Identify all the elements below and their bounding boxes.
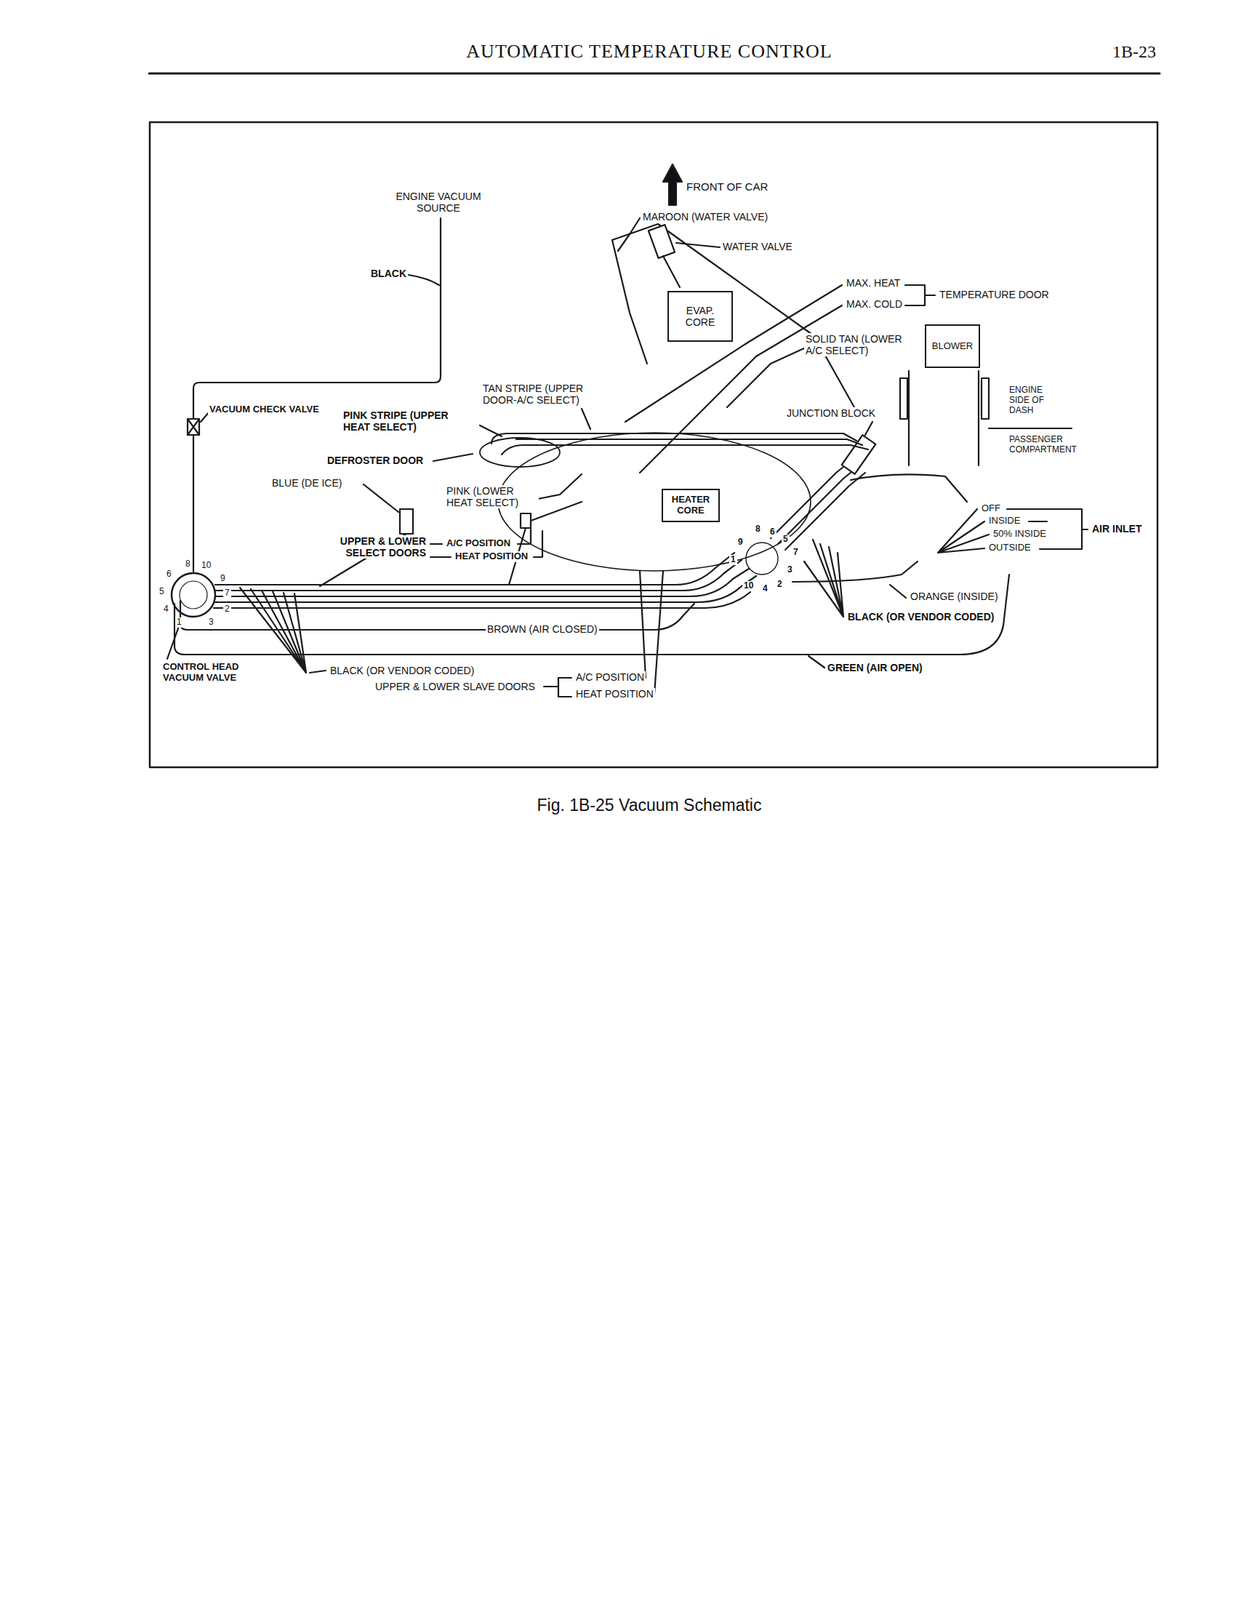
port-number: 3 [785, 564, 794, 576]
part-label: PINK (LOWER HEAT SELECT) [444, 484, 539, 509]
port-number: 2 [223, 604, 232, 615]
port-number: 6 [165, 569, 174, 580]
port-number: 3 [207, 617, 216, 628]
part-label: ENGINE SIDE OF DASH [1007, 385, 1063, 416]
port-number: 10 [199, 560, 213, 571]
port-number: 4 [761, 583, 770, 595]
part-label: MAX. COLD [844, 298, 904, 310]
page-number: 1B-23 [1110, 42, 1158, 63]
part-label: HEAT POSITION [453, 551, 530, 563]
port-number: 8 [753, 524, 762, 535]
part-label: OFF [980, 503, 1002, 515]
part-label: TEMPERATURE DOOR [937, 288, 1051, 301]
component-label: HEATER CORE [666, 494, 715, 517]
part-label: BLACK (OR VENDOR CODED) [846, 610, 996, 623]
port-number: 5 [157, 586, 166, 597]
part-label: BLACK (OR VENDOR CODED) [328, 664, 476, 677]
part-label: SOLID TAN (LOWER A/C SELECT) [804, 332, 920, 357]
port-number: 1 [729, 554, 738, 565]
part-label: AIR INLET [1090, 522, 1143, 535]
component-box: BLOWER [924, 324, 981, 368]
part-label: UPPER & LOWER SLAVE DOORS [373, 680, 537, 693]
part-label: A/C POSITION [444, 538, 512, 549]
part-label: DEFROSTER DOOR [325, 454, 425, 467]
port-number: 4 [162, 604, 171, 615]
part-label: MAX. HEAT [844, 277, 902, 289]
part-label: HEAT POSITION [574, 687, 656, 700]
part-label: VACUUM CHECK VALVE [207, 404, 321, 416]
port-number: 9 [218, 573, 227, 584]
part-label: BLUE (DE ICE) [270, 476, 344, 489]
port-number: 2 [775, 579, 784, 590]
part-label: FRONT OF CAR [684, 180, 770, 193]
part-label: JUNCTION BLOCK [785, 407, 877, 419]
part-label: UPPER & LOWER SELECT DOORS [319, 535, 428, 559]
part-label: WATER VALVE [721, 240, 794, 253]
part-label: ORANGE (INSIDE) [908, 590, 1000, 603]
part-label: BROWN (AIR CLOSED) [485, 623, 600, 635]
port-number: 5 [781, 534, 790, 545]
port-number: 9 [736, 537, 745, 548]
port-number: 7 [791, 547, 800, 558]
part-label: ENGINE VACUUM SOURCE [389, 190, 488, 214]
part-label: PASSENGER COMPARTMENT [1007, 434, 1102, 456]
component-label: BLOWER [932, 340, 973, 352]
part-label: INSIDE [987, 515, 1022, 527]
figure-caption: Fig. 1B-25 Vacuum Schematic [0, 795, 1236, 816]
part-label: OUTSIDE [987, 542, 1033, 554]
component-box: EVAP. CORE [667, 290, 733, 342]
port-number: 6 [768, 527, 777, 538]
part-label: TAN STRIPE (UPPER DOOR-A/C SELECT) [481, 382, 605, 406]
part-label: BLACK [369, 267, 408, 280]
component-box: HEATER CORE [661, 488, 720, 523]
part-label: A/C POSITION [574, 671, 646, 683]
part-label: MAROON (WATER VALVE) [641, 210, 770, 223]
port-number: 1 [175, 617, 184, 628]
page-header: AUTOMATIC TEMPERATURE CONTROL [0, 40, 1236, 63]
part-label: PINK STRIPE (UPPER HEAT SELECT) [341, 409, 480, 433]
port-number: 8 [183, 559, 192, 570]
part-label: GREEN (AIR OPEN) [825, 661, 925, 674]
port-number: 7 [223, 588, 232, 599]
part-label: CONTROL HEAD VACUUM VALVE [161, 661, 256, 684]
part-label: 50% INSIDE [991, 528, 1048, 540]
component-label: EVAP. CORE [677, 304, 723, 328]
port-number: 10 [742, 580, 755, 592]
